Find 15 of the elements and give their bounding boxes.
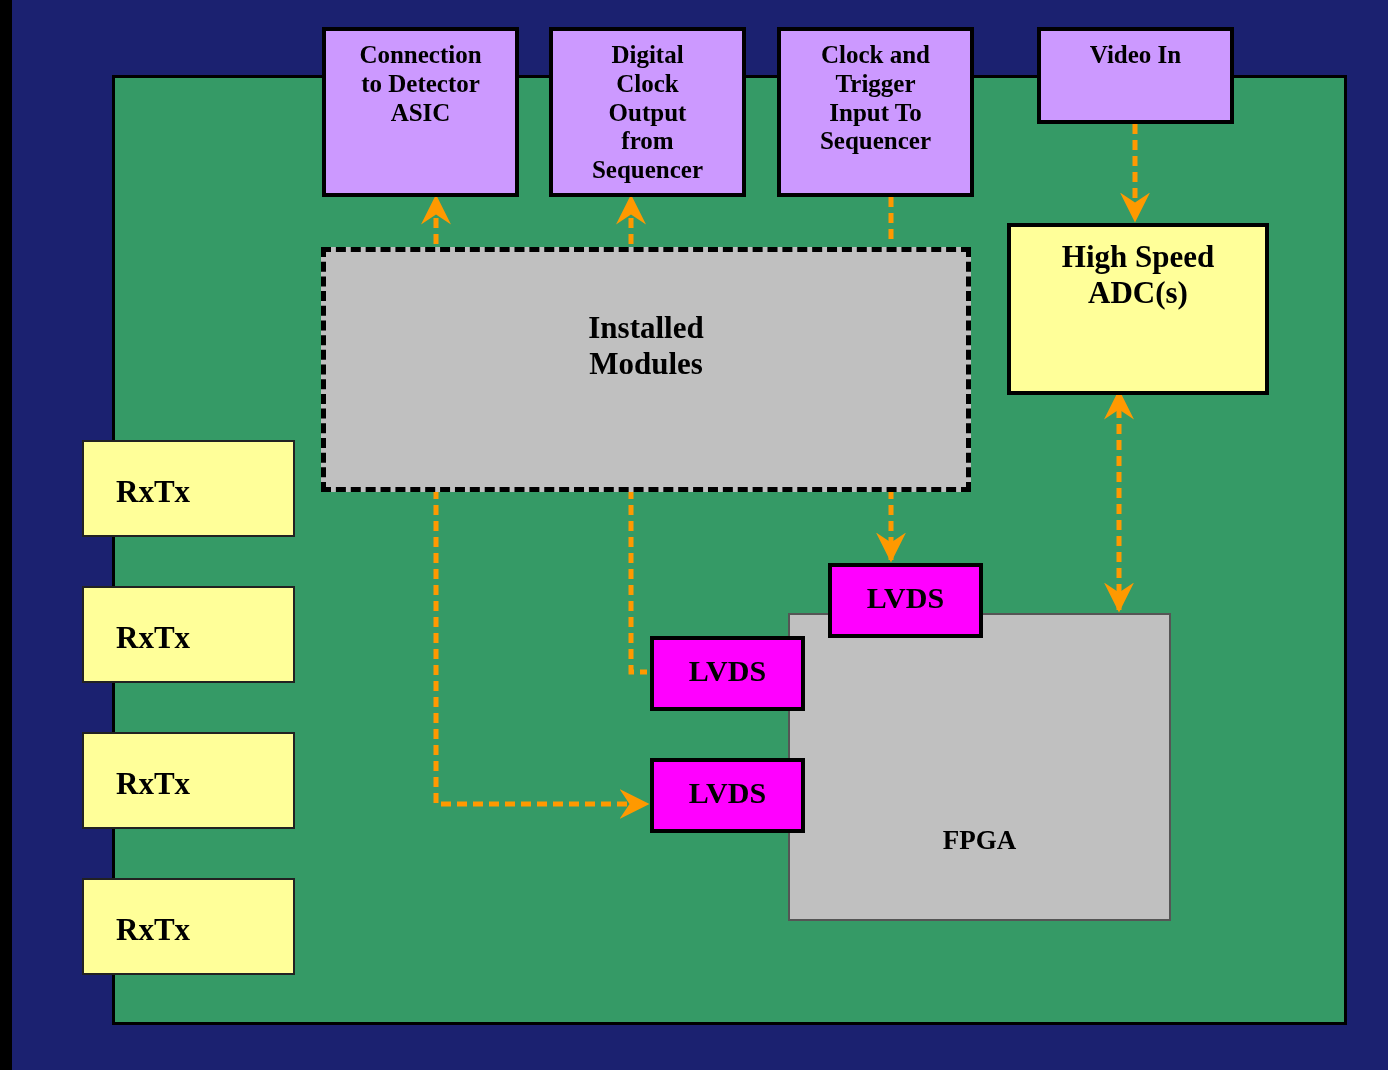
transceiver-box: RxTx [82,440,295,537]
lvds-block: LVDS [650,758,805,833]
connector-box: Digital Clock Output from Sequencer [549,27,746,197]
transceiver-box: RxTx [82,878,295,975]
module-area: Installed Modules [321,247,971,492]
lvds-block: LVDS [650,636,805,711]
transceiver-box: RxTx [82,586,295,683]
arrow [1120,124,1150,223]
fpga-chip: FPGA [788,613,1171,921]
connector-box: Clock and Trigger Input To Sequencer [777,27,974,197]
connector-box: Video In [1037,27,1234,124]
adc-box: High Speed ADC(s) [1007,223,1269,395]
transceiver-box: RxTx [82,732,295,829]
connector-box: Connection to Detector ASIC [322,27,519,197]
lvds-block: LVDS [828,563,983,638]
